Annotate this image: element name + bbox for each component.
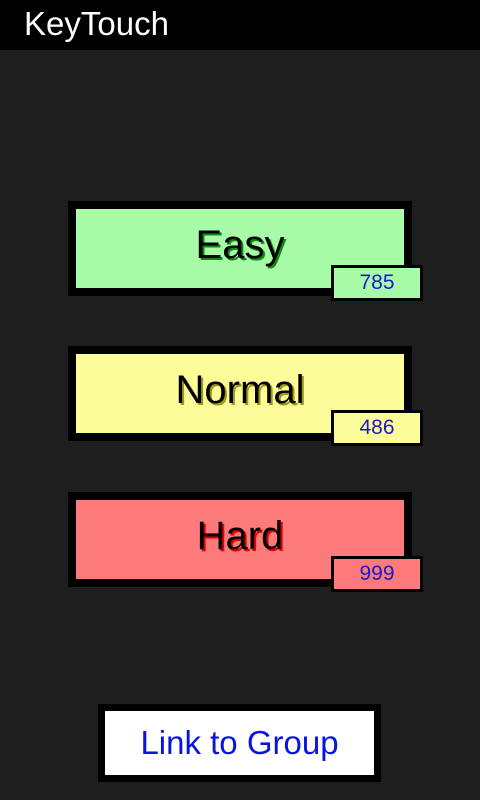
hard-score-badge: 999 bbox=[331, 556, 423, 592]
easy-button[interactable]: Easy 785 bbox=[68, 201, 423, 301]
app-title: KeyTouch bbox=[24, 5, 169, 42]
easy-label: Easy bbox=[195, 223, 285, 267]
hard-label: Hard bbox=[196, 514, 284, 558]
easy-button-face[interactable]: Easy bbox=[76, 209, 404, 288]
normal-score: 486 bbox=[334, 413, 420, 443]
title-bar: KeyTouch bbox=[0, 0, 480, 50]
normal-score-badge: 486 bbox=[331, 410, 423, 446]
hard-score: 999 bbox=[334, 559, 420, 589]
hard-button[interactable]: Hard 999 bbox=[68, 492, 423, 592]
normal-button[interactable]: Normal 486 bbox=[68, 346, 423, 446]
link-to-group-label[interactable]: Link to Group bbox=[105, 711, 374, 775]
easy-score-badge: 785 bbox=[331, 265, 423, 301]
link-to-group-button[interactable]: Link to Group bbox=[98, 704, 381, 782]
normal-label: Normal bbox=[175, 368, 305, 412]
easy-score: 785 bbox=[334, 268, 420, 298]
